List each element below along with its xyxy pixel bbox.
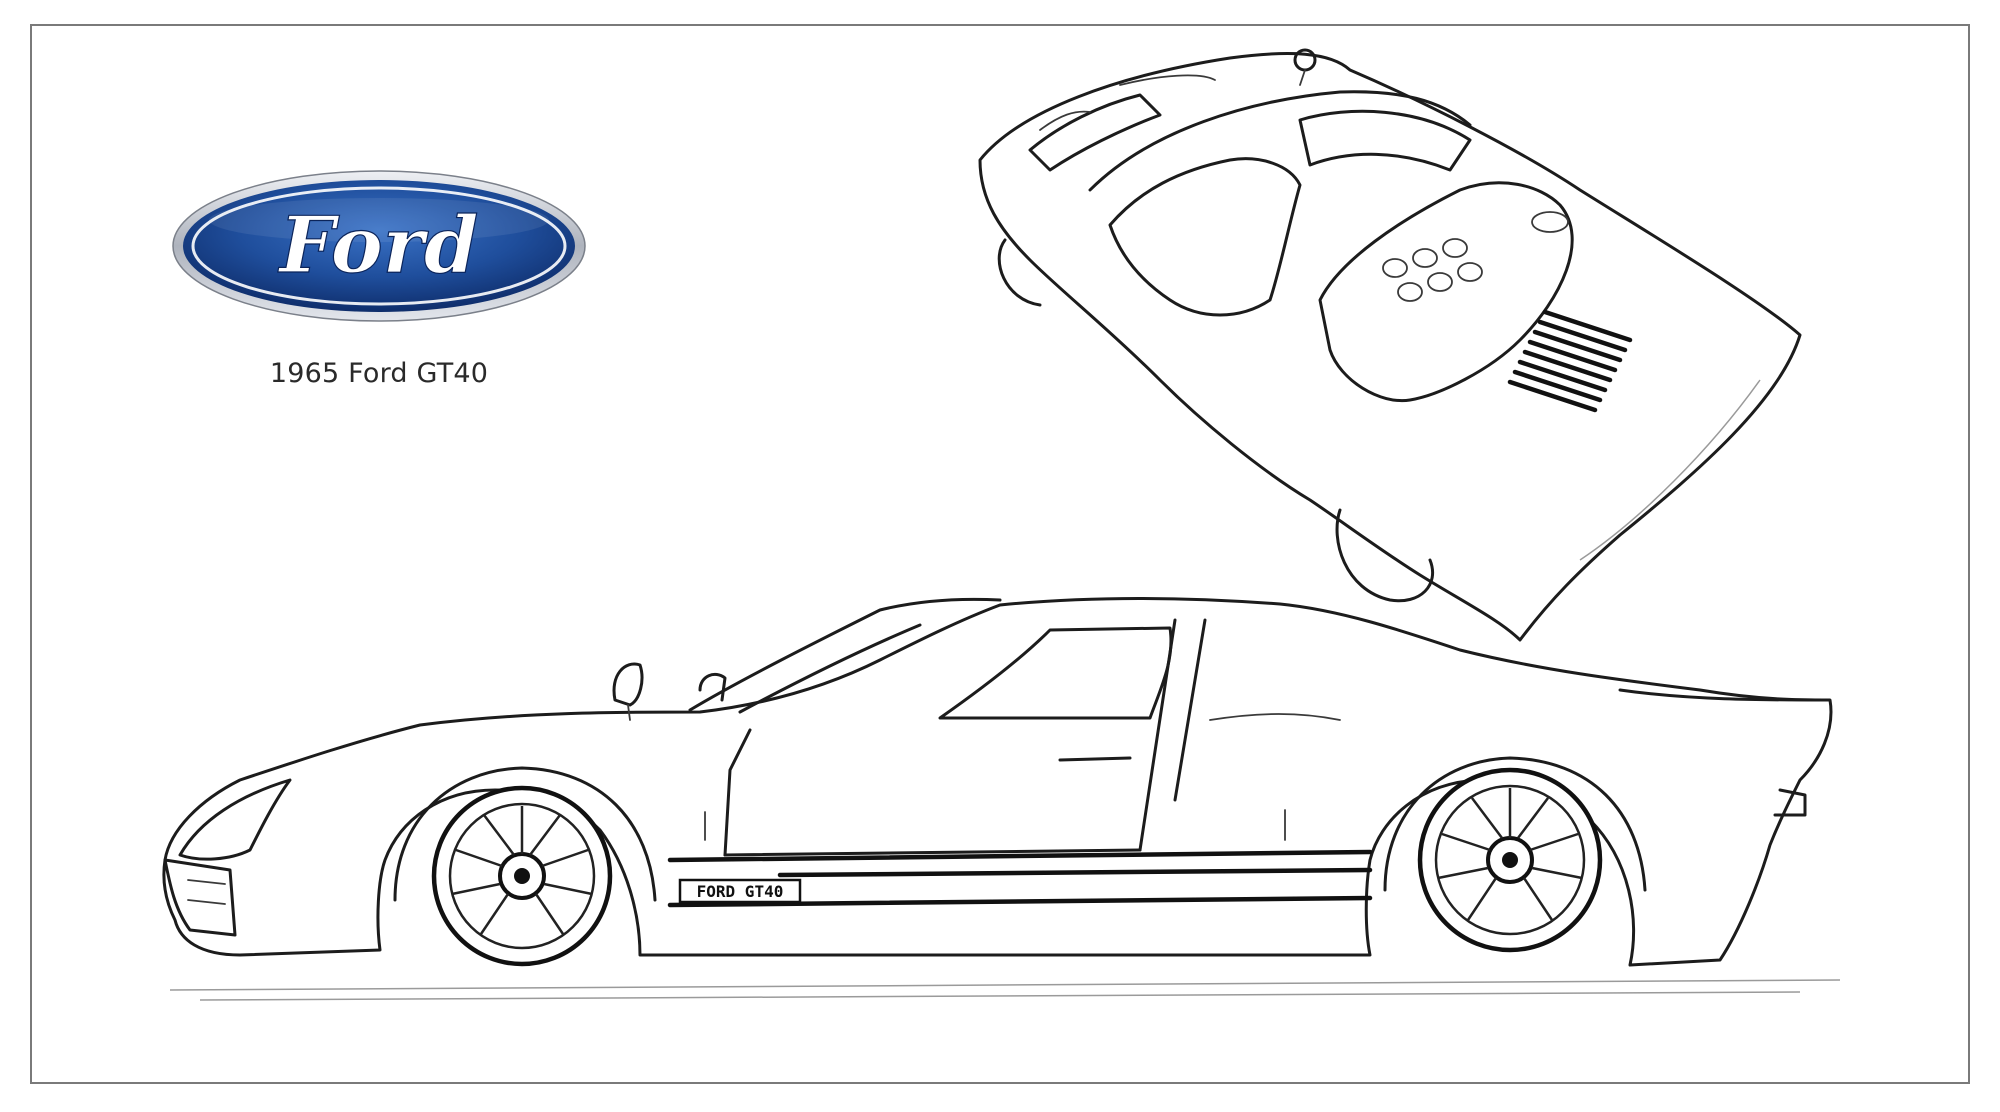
ford-logo-oval <box>183 180 575 312</box>
poster-border <box>30 24 1970 1084</box>
gt40-side-view: FORD GT40 <box>162 596 1841 1001</box>
rear-louvres <box>1507 309 1633 413</box>
side-window <box>938 626 1173 720</box>
ford-logo-wordmark: Ford <box>278 200 479 291</box>
side-stripe-text: FORD GT40 <box>697 882 784 901</box>
side-mirror <box>612 662 644 707</box>
door-handle <box>1058 756 1132 762</box>
front-wheel <box>431 785 613 967</box>
rear-wheel <box>1417 767 1603 953</box>
side-stripe-bottom <box>667 895 1373 908</box>
gt40-top-view <box>978 48 1802 642</box>
ford-logo: Ford <box>172 170 586 322</box>
side-stripe-mid <box>777 867 1373 878</box>
side-stripe-top <box>667 849 1373 863</box>
car-caption: 1965 Ford GT40 <box>269 358 489 389</box>
